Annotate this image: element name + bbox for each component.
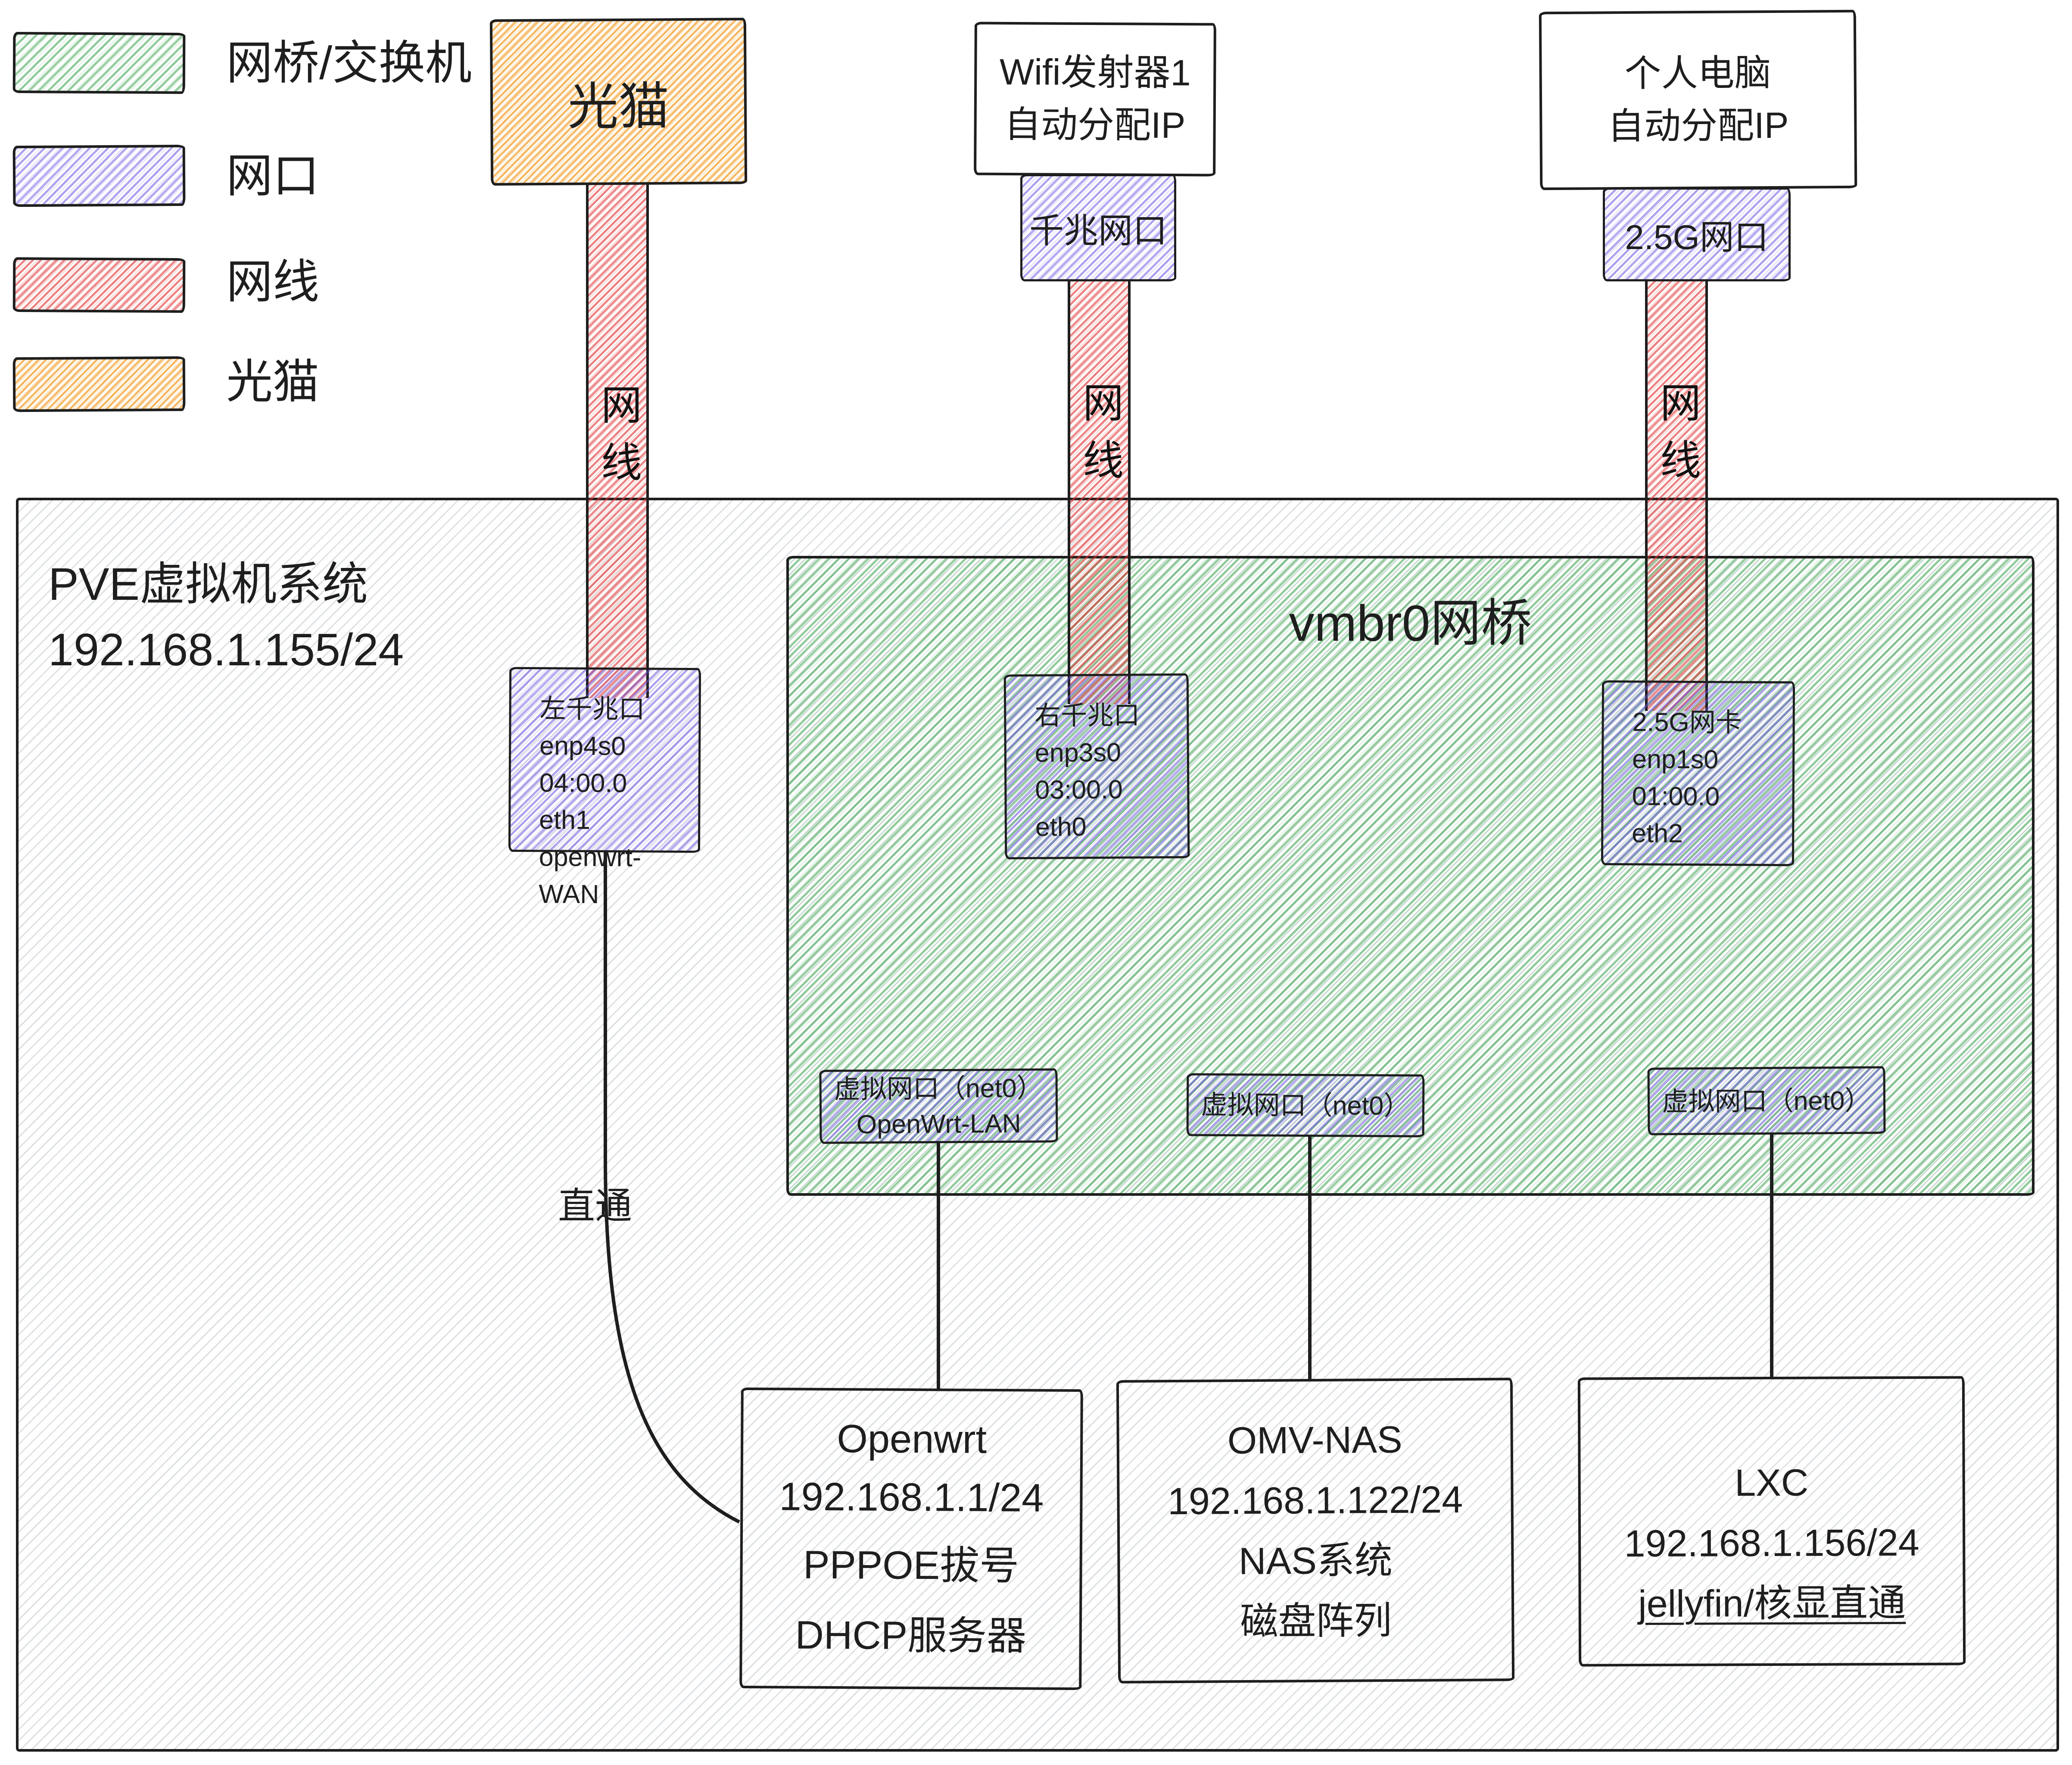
nic-mid-line: 03:00.0 bbox=[1035, 774, 1123, 805]
virtual-port-openwrt-line2: OpenWrt-LAN bbox=[856, 1108, 1021, 1139]
vmbr0-bridge-box bbox=[786, 556, 2035, 1196]
virtual-port-openwrt: 虚拟网口（net0） OpenWrt-LAN bbox=[819, 1068, 1058, 1144]
vm-lxc-line: 192.168.1.156/24 bbox=[1624, 1521, 1919, 1565]
wifi-gigabit-port: 千兆网口 bbox=[1020, 174, 1176, 281]
pc-name: 个人电脑 bbox=[1624, 52, 1771, 95]
passthrough-label: 直通 bbox=[558, 1185, 632, 1227]
nic-left-gigabit: 左千兆口 enp4s0 04:00.0 eth1 openwrt-WAN bbox=[508, 667, 701, 909]
nic-left-line: eth1 bbox=[539, 805, 591, 835]
modem-box: 光猫 bbox=[489, 18, 748, 186]
pc-device-box: 个人电脑 自动分配IP bbox=[1539, 9, 1857, 190]
legend-swatch-modem bbox=[12, 356, 186, 412]
vm-openwrt-box: Openwrt 192.168.1.1/24 PPPOE拔号 DHCP服务器 bbox=[739, 1387, 1083, 1690]
nic-left-line: openwrt-WAN bbox=[539, 842, 642, 909]
pve-host-label: PVE虚拟机系统 192.168.1.155/24 bbox=[48, 552, 404, 683]
cable-pc-to-bridge: 网线 bbox=[1645, 279, 1708, 711]
cable-modem-to-wan: 网线 bbox=[586, 183, 649, 698]
virtual-port-omv: 虚拟网口（net0） bbox=[1186, 1073, 1425, 1138]
legend-label-bridge: 网桥/交换机 bbox=[226, 37, 472, 89]
wifi-port-label: 千兆网口 bbox=[1029, 211, 1167, 250]
legend-label-port: 网口 bbox=[226, 150, 320, 202]
virtual-port-omv-line1: 虚拟网口（net0） bbox=[1201, 1090, 1410, 1121]
legend-swatch-bridge bbox=[12, 31, 186, 94]
pve-host-ip: 192.168.1.155/24 bbox=[48, 624, 404, 675]
vm-openwrt-line: 192.168.1.1/24 bbox=[779, 1475, 1044, 1520]
cable-wifi-to-bridge: 网线 bbox=[1068, 279, 1131, 704]
modem-label: 光猫 bbox=[567, 78, 670, 136]
vm-openwrt-line: Openwrt bbox=[837, 1417, 987, 1462]
nic-left-line: 左千兆口 bbox=[539, 694, 645, 724]
legend-label-cable: 网线 bbox=[226, 256, 320, 308]
nic-right-gigabit: 右千兆口 enp3s0 03:00.0 eth0 bbox=[1003, 673, 1190, 860]
vm-omv-line: NAS系统 bbox=[1238, 1538, 1393, 1583]
nic-left-line: enp4s0 bbox=[539, 731, 626, 761]
vm-lxc-line: jellyfin/核显直通 bbox=[1638, 1581, 1906, 1625]
nic-right-line: enp1s0 bbox=[1632, 744, 1719, 774]
nic-mid-line: 右千兆口 bbox=[1034, 700, 1140, 730]
virtual-port-lxc-line1: 虚拟网口（net0） bbox=[1662, 1085, 1871, 1116]
vm-omv-nas-box: OMV-NAS 192.168.1.122/24 NAS系统 磁盘阵列 bbox=[1116, 1378, 1515, 1684]
pc-2-5g-port: 2.5G网口 bbox=[1603, 187, 1791, 281]
pc-port-label: 2.5G网口 bbox=[1625, 218, 1769, 256]
cable-label-right: 网线 bbox=[1654, 381, 1700, 496]
virtual-port-lxc: 虚拟网口（net0） bbox=[1647, 1066, 1886, 1135]
cable-label-left: 网线 bbox=[595, 384, 641, 498]
nic-mid-line: eth0 bbox=[1035, 812, 1087, 842]
vm-omv-line: 192.168.1.122/24 bbox=[1167, 1478, 1463, 1523]
nic-left-line: 04:00.0 bbox=[539, 768, 627, 798]
vm-openwrt-line: DHCP服务器 bbox=[795, 1613, 1027, 1659]
vmbr0-bridge-title: vmbr0网桥 bbox=[1289, 595, 1532, 652]
legend-label-modem: 光猫 bbox=[226, 355, 320, 408]
wifi-note: 自动分配IP bbox=[1004, 104, 1186, 147]
nic-mid-line: enp3s0 bbox=[1034, 737, 1122, 767]
wifi-device-box: Wifi发射器1 自动分配IP bbox=[974, 22, 1216, 177]
vm-lxc-line: LXC bbox=[1734, 1461, 1809, 1504]
nic-right-line: 01:00.0 bbox=[1632, 781, 1720, 811]
nic-right-line: 2.5G网卡 bbox=[1632, 707, 1742, 737]
cable-label-middle: 网线 bbox=[1077, 381, 1122, 496]
vm-omv-line: OMV-NAS bbox=[1227, 1418, 1402, 1462]
vm-openwrt-line: PPPOE拔号 bbox=[803, 1543, 1019, 1588]
legend-swatch-port bbox=[12, 144, 186, 207]
pc-note: 自动分配IP bbox=[1607, 105, 1789, 147]
vm-omv-line: 磁盘阵列 bbox=[1240, 1599, 1392, 1643]
wifi-name: Wifi发射器1 bbox=[999, 51, 1191, 94]
nic-right-line: eth2 bbox=[1632, 818, 1683, 848]
lxc-container-box: LXC 192.168.1.156/24 jellyfin/核显直通 bbox=[1577, 1376, 1966, 1667]
legend-swatch-cable bbox=[12, 257, 186, 313]
virtual-port-openwrt-line1: 虚拟网口（net0） bbox=[834, 1073, 1043, 1104]
pve-host-name: PVE虚拟机系统 bbox=[48, 559, 368, 610]
nic-2-5g: 2.5G网卡 enp1s0 01:00.0 eth2 bbox=[1601, 680, 1795, 867]
